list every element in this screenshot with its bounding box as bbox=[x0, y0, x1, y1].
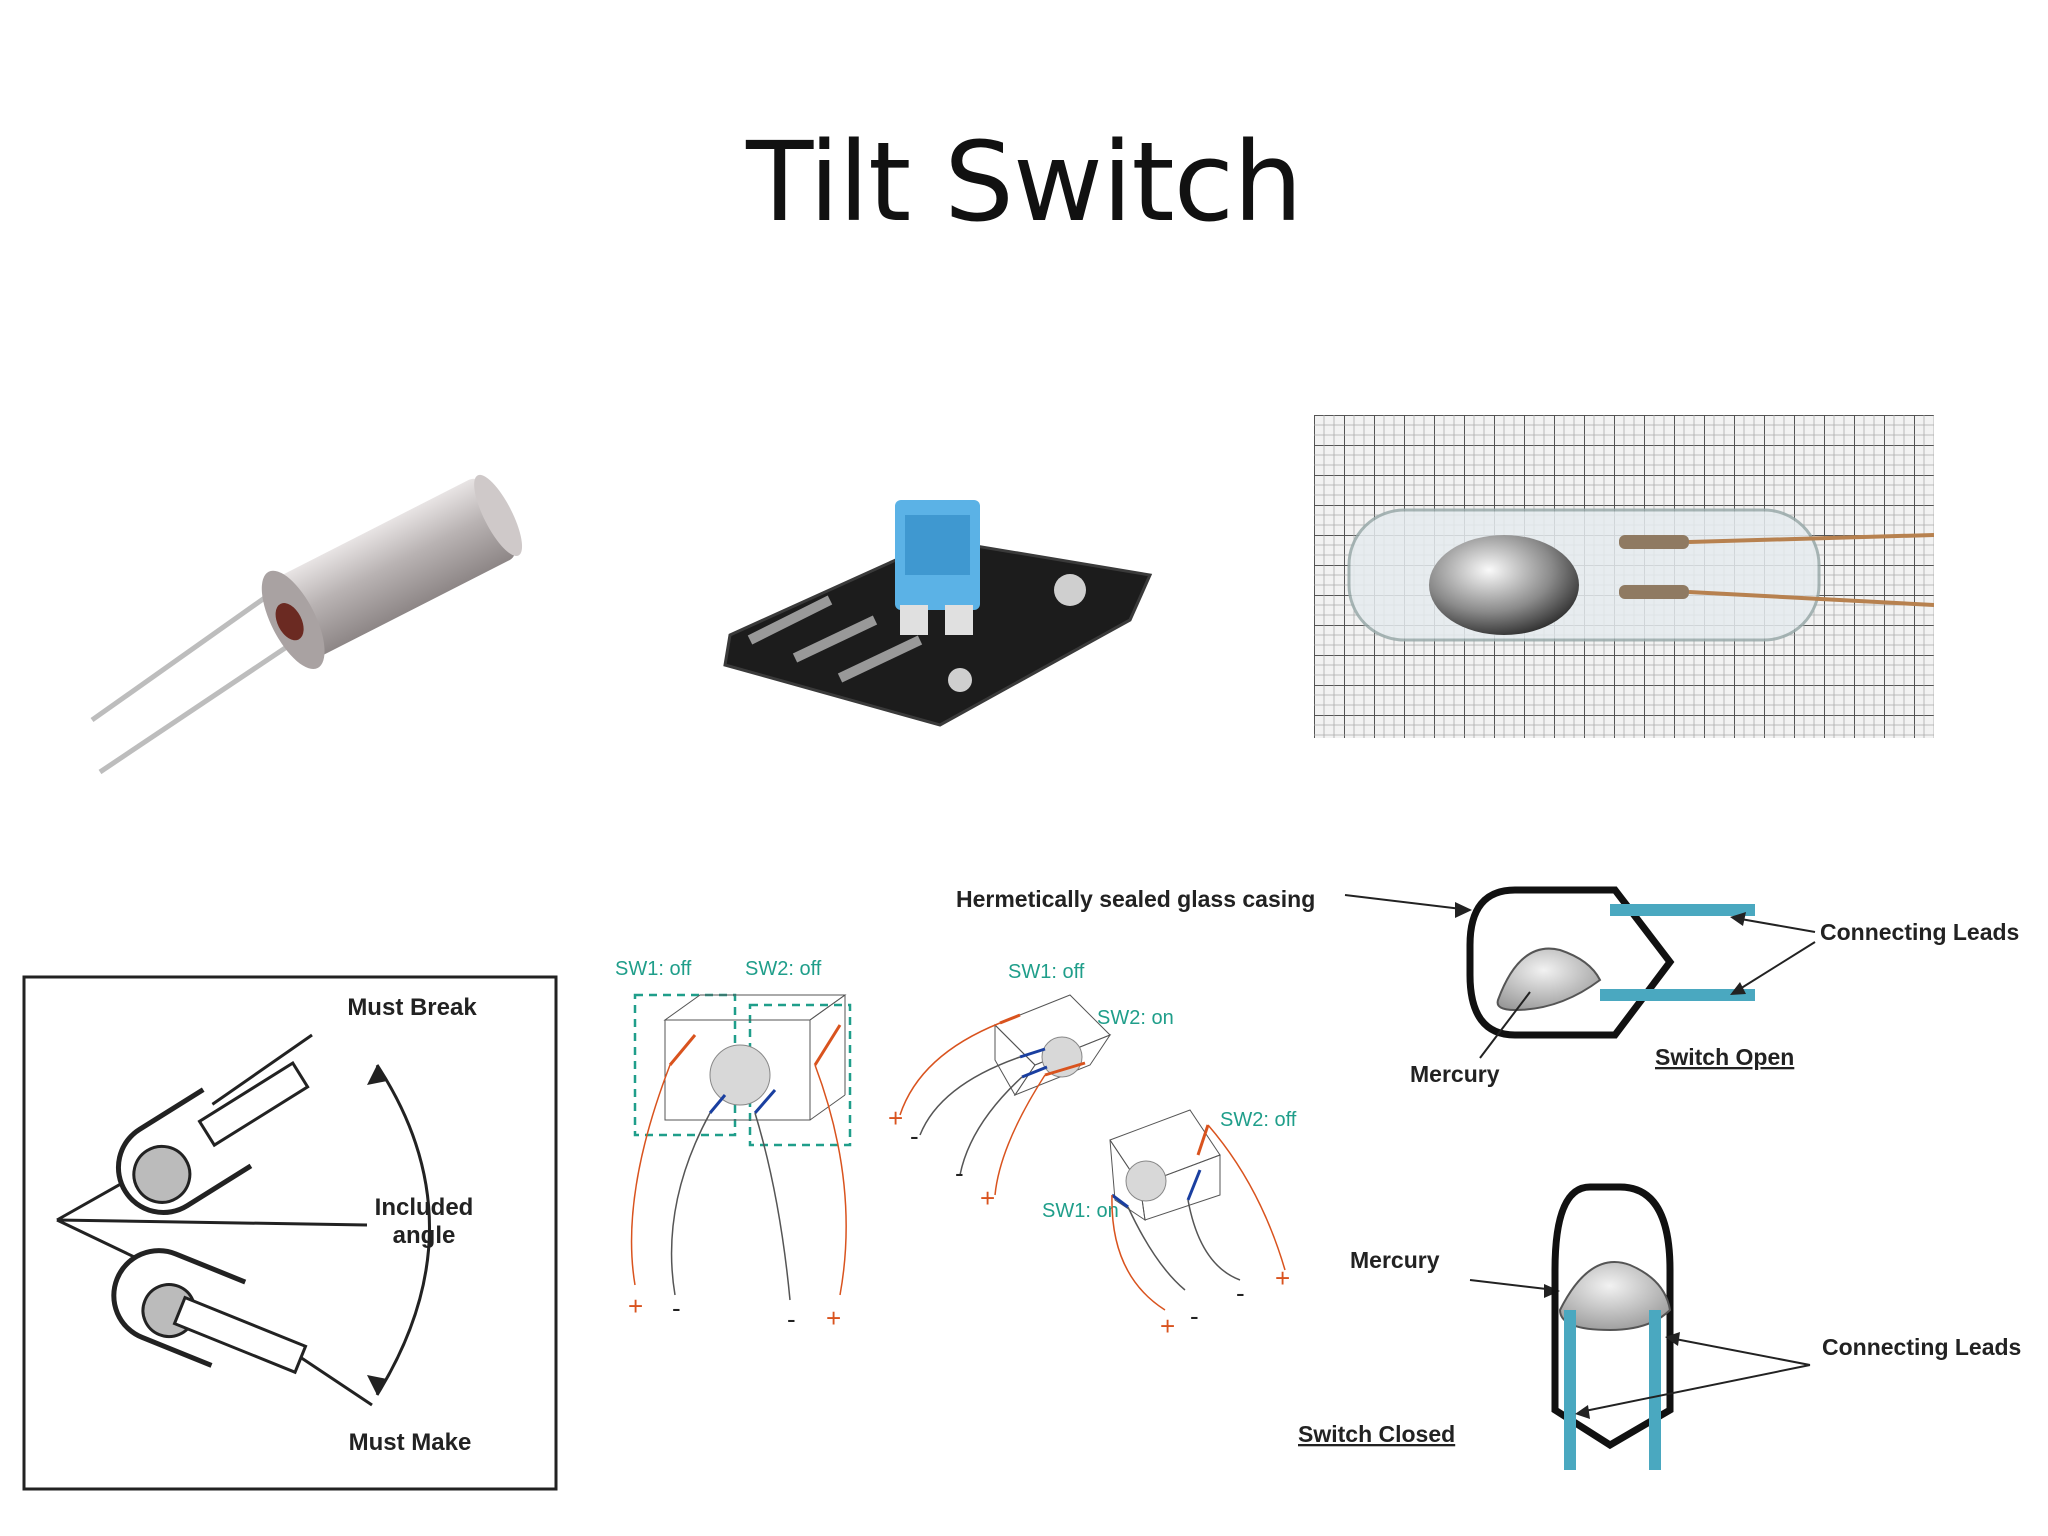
b-plus-2: + bbox=[980, 1183, 995, 1213]
open-leads-label: Connecting Leads bbox=[1820, 919, 2019, 945]
tilt-module-photo bbox=[710, 480, 1160, 740]
c-minus-2: - bbox=[1236, 1278, 1245, 1308]
b-plus-1: + bbox=[888, 1103, 903, 1133]
a-sw1-label: SW1: off bbox=[615, 958, 692, 980]
a-minus-2: - bbox=[787, 1304, 796, 1334]
c-sw2-label: SW2: off bbox=[1220, 1109, 1297, 1131]
c-plus-2: + bbox=[1275, 1263, 1290, 1293]
c-plus-1: + bbox=[1160, 1311, 1175, 1341]
switch-open-caption: Switch Open bbox=[1655, 1044, 1794, 1070]
included-angle-label-1: Included bbox=[375, 1194, 474, 1221]
b-minus-2: - bbox=[955, 1158, 964, 1188]
a-sw2-label: SW2: off bbox=[745, 958, 822, 980]
c-minus-1: - bbox=[1190, 1301, 1199, 1331]
switch-closed-caption: Switch Closed bbox=[1298, 1421, 1455, 1447]
mercury-switch-photo bbox=[1314, 415, 1934, 738]
must-make-label: Must Make bbox=[349, 1429, 472, 1456]
must-break-label: Must Break bbox=[347, 994, 477, 1021]
tilt-switch-photo bbox=[80, 470, 580, 790]
included-angle-diagram: Must Break Included angle Must Make bbox=[22, 975, 558, 1491]
casing-label: Hermetically sealed glass casing bbox=[956, 886, 1315, 912]
b-minus-1: - bbox=[910, 1121, 919, 1151]
included-angle-label-2: angle bbox=[393, 1222, 456, 1249]
mercury-switch-open-diagram: Hermetically sealed glass casing Connect… bbox=[940, 870, 2040, 1090]
closed-mercury-label: Mercury bbox=[1350, 1247, 1440, 1273]
closed-leads-label: Connecting Leads bbox=[1822, 1334, 2021, 1360]
open-mercury-label: Mercury bbox=[1410, 1061, 1500, 1087]
slide-title: Tilt Switch bbox=[0, 118, 2048, 246]
a-minus-1: - bbox=[672, 1293, 681, 1323]
a-plus-1: + bbox=[628, 1291, 643, 1321]
c-sw1-label: SW1: on bbox=[1042, 1200, 1119, 1222]
mercury-switch-closed-diagram: Mercury Connecting Leads Switch Closed bbox=[1290, 1180, 2040, 1480]
a-plus-2: + bbox=[826, 1303, 841, 1333]
